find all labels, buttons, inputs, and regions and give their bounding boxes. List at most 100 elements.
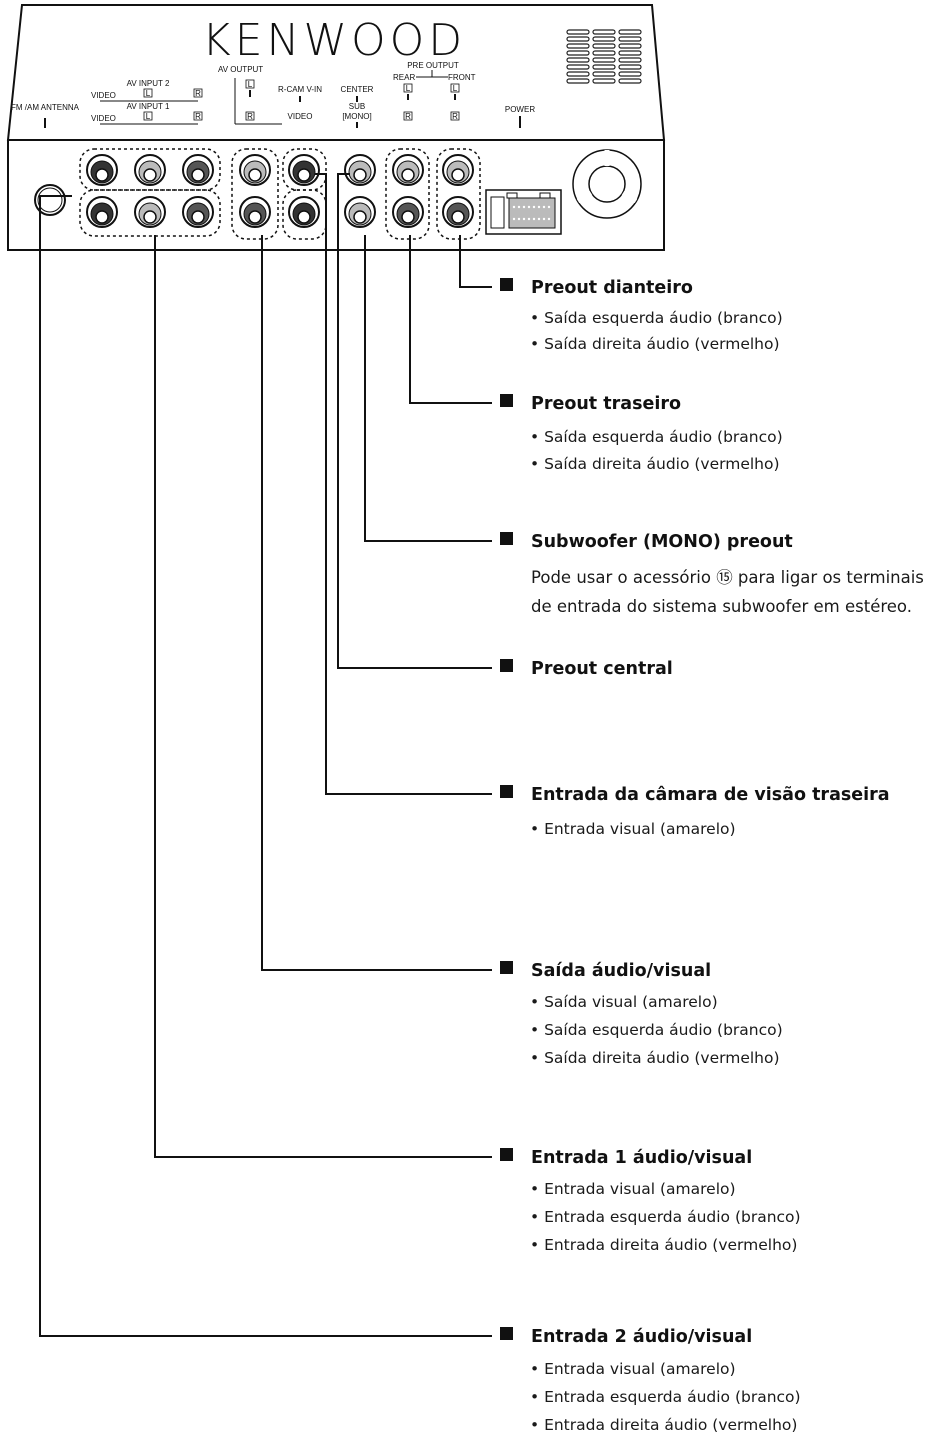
jack-video-in1 bbox=[86, 196, 118, 228]
leader-camara bbox=[315, 173, 492, 795]
label-l-front: L bbox=[453, 84, 458, 93]
section-subwoofer: Subwoofer (MONO) preout Pode usar o aces… bbox=[500, 532, 924, 616]
jack-r-in1 bbox=[182, 196, 214, 228]
rca-jacks bbox=[86, 154, 474, 228]
label-center: CENTER bbox=[341, 85, 374, 94]
label-fm-am-antenna: FM /AM ANTENNA bbox=[11, 103, 80, 112]
label-l-in1: L bbox=[146, 112, 151, 121]
leader-lines bbox=[39, 173, 492, 1337]
section-item: • Entrada esquerda áudio (branco) bbox=[530, 1208, 801, 1226]
section-title: Preout dianteiro bbox=[531, 278, 693, 298]
bullet-square bbox=[500, 532, 513, 545]
section-title: Preout central bbox=[531, 659, 673, 679]
section-title: Entrada da câmara de visão traseira bbox=[531, 785, 890, 805]
section-item: • Entrada direita áudio (vermelho) bbox=[530, 1236, 797, 1254]
label-r-out: R bbox=[247, 112, 253, 121]
leader-saida-av bbox=[261, 235, 492, 971]
bullet-square bbox=[500, 1148, 513, 1161]
leader-preout-traseiro bbox=[409, 235, 492, 404]
unit-rear-panel: KENWOOD FM /AM ANTENNA AV INPUT 2 VIDEO … bbox=[6, 4, 666, 251]
label-l-out: L bbox=[248, 80, 253, 89]
section-title: Entrada 1 áudio/visual bbox=[531, 1148, 752, 1168]
label-r-in2: R bbox=[195, 89, 201, 98]
jack-sub-mono bbox=[344, 196, 376, 228]
jack-video-in2 bbox=[86, 154, 118, 186]
section-title: Entrada 2 áudio/visual bbox=[531, 1327, 752, 1347]
jack-l-in1 bbox=[134, 196, 166, 228]
label-front: FRONT bbox=[448, 73, 476, 82]
jack-center bbox=[344, 154, 376, 186]
section-entrada-1: Entrada 1 áudio/visual • Entrada visual … bbox=[500, 1148, 801, 1254]
section-item: • Saída esquerda áudio (branco) bbox=[530, 309, 783, 327]
jack-r-cam bbox=[288, 154, 320, 186]
section-item: • Saída esquerda áudio (branco) bbox=[530, 1021, 783, 1039]
section-preout-traseiro: Preout traseiro • Saída esquerda áudio (… bbox=[500, 394, 783, 473]
power-connector bbox=[485, 189, 562, 235]
label-av-output: AV OUTPUT bbox=[218, 65, 263, 74]
leader-entrada-2 bbox=[39, 195, 492, 1337]
label-l-in2: L bbox=[146, 89, 151, 98]
label-av-input-1: AV INPUT 1 bbox=[127, 102, 170, 111]
section-item: • Entrada visual (amarelo) bbox=[530, 1180, 736, 1198]
section-entrada-2: Entrada 2 áudio/visual • Entrada visual … bbox=[500, 1327, 801, 1434]
bullet-square bbox=[500, 659, 513, 672]
bullet-square bbox=[500, 1327, 513, 1340]
label-video-bottom: VIDEO bbox=[91, 114, 116, 123]
leader-preout-central bbox=[337, 173, 492, 669]
label-video-top: VIDEO bbox=[91, 91, 116, 100]
jack-l-rear bbox=[392, 154, 424, 186]
label-r-cam-v-in: R-CAM V-IN bbox=[278, 85, 322, 94]
section-title: Saída áudio/visual bbox=[531, 961, 711, 981]
label-mono: [MONO] bbox=[342, 112, 371, 121]
jack-r-front bbox=[442, 196, 474, 228]
section-title: Subwoofer (MONO) preout bbox=[531, 532, 793, 552]
section-item: • Entrada visual (amarelo) bbox=[530, 1360, 736, 1378]
jack-r-in2 bbox=[182, 154, 214, 186]
leader-preout-dianteiro bbox=[459, 235, 492, 288]
bullet-square bbox=[500, 278, 513, 291]
label-av-input-2: AV INPUT 2 bbox=[127, 79, 170, 88]
jack-l-in2 bbox=[134, 154, 166, 186]
bullet-square bbox=[500, 961, 513, 974]
section-item: • Saída direita áudio (vermelho) bbox=[530, 1049, 780, 1067]
section-item: • Saída esquerda áudio (branco) bbox=[530, 428, 783, 446]
brand-logo: KENWOOD bbox=[202, 15, 466, 66]
section-item: • Entrada visual (amarelo) bbox=[530, 820, 736, 838]
section-item: • Saída direita áudio (vermelho) bbox=[530, 335, 780, 353]
label-power: POWER bbox=[505, 105, 535, 114]
bullet-square bbox=[500, 394, 513, 407]
vent-grille bbox=[566, 29, 642, 84]
section-item: • Entrada esquerda áudio (branco) bbox=[530, 1388, 801, 1406]
section-item: • Entrada direita áudio (vermelho) bbox=[530, 1416, 797, 1434]
label-pre-output: PRE OUTPUT bbox=[407, 61, 459, 70]
section-camara: Entrada da câmara de visão traseira • En… bbox=[500, 785, 890, 838]
section-note: Pode usar o acessório ⑮ para ligar os te… bbox=[531, 568, 924, 587]
section-preout-central: Preout central bbox=[500, 659, 673, 679]
label-l-rear: L bbox=[406, 84, 411, 93]
label-r-front: R bbox=[452, 112, 458, 121]
jack-r-rear bbox=[392, 196, 424, 228]
label-rear: REAR bbox=[393, 73, 415, 82]
section-saida-av: Saída áudio/visual • Saída visual (amare… bbox=[500, 961, 783, 1067]
label-sub: SUB bbox=[349, 102, 365, 111]
section-item: • Saída direita áudio (vermelho) bbox=[530, 455, 780, 473]
panel-labels: FM /AM ANTENNA AV INPUT 2 VIDEO L R AV I… bbox=[11, 61, 535, 128]
antenna-jack bbox=[34, 184, 66, 216]
bullet-square bbox=[500, 785, 513, 798]
jack-group-outlines bbox=[79, 148, 481, 240]
leader-entrada-1 bbox=[154, 235, 492, 1158]
label-video-out: VIDEO bbox=[288, 112, 313, 121]
label-r-in1: R bbox=[195, 112, 201, 121]
section-preout-dianteiro: Preout dianteiro • Saída esquerda áudio … bbox=[500, 278, 783, 353]
leader-subwoofer bbox=[364, 235, 492, 542]
fan-icon bbox=[572, 149, 642, 219]
jack-l-out bbox=[239, 154, 271, 186]
section-title: Preout traseiro bbox=[531, 394, 681, 414]
jack-r-out bbox=[239, 196, 271, 228]
section-note: de entrada do sistema subwoofer em estér… bbox=[531, 597, 912, 616]
section-item: • Saída visual (amarelo) bbox=[530, 993, 718, 1011]
jack-l-front bbox=[442, 154, 474, 186]
label-r-rear: R bbox=[405, 112, 411, 121]
jack-video-out bbox=[288, 196, 320, 228]
